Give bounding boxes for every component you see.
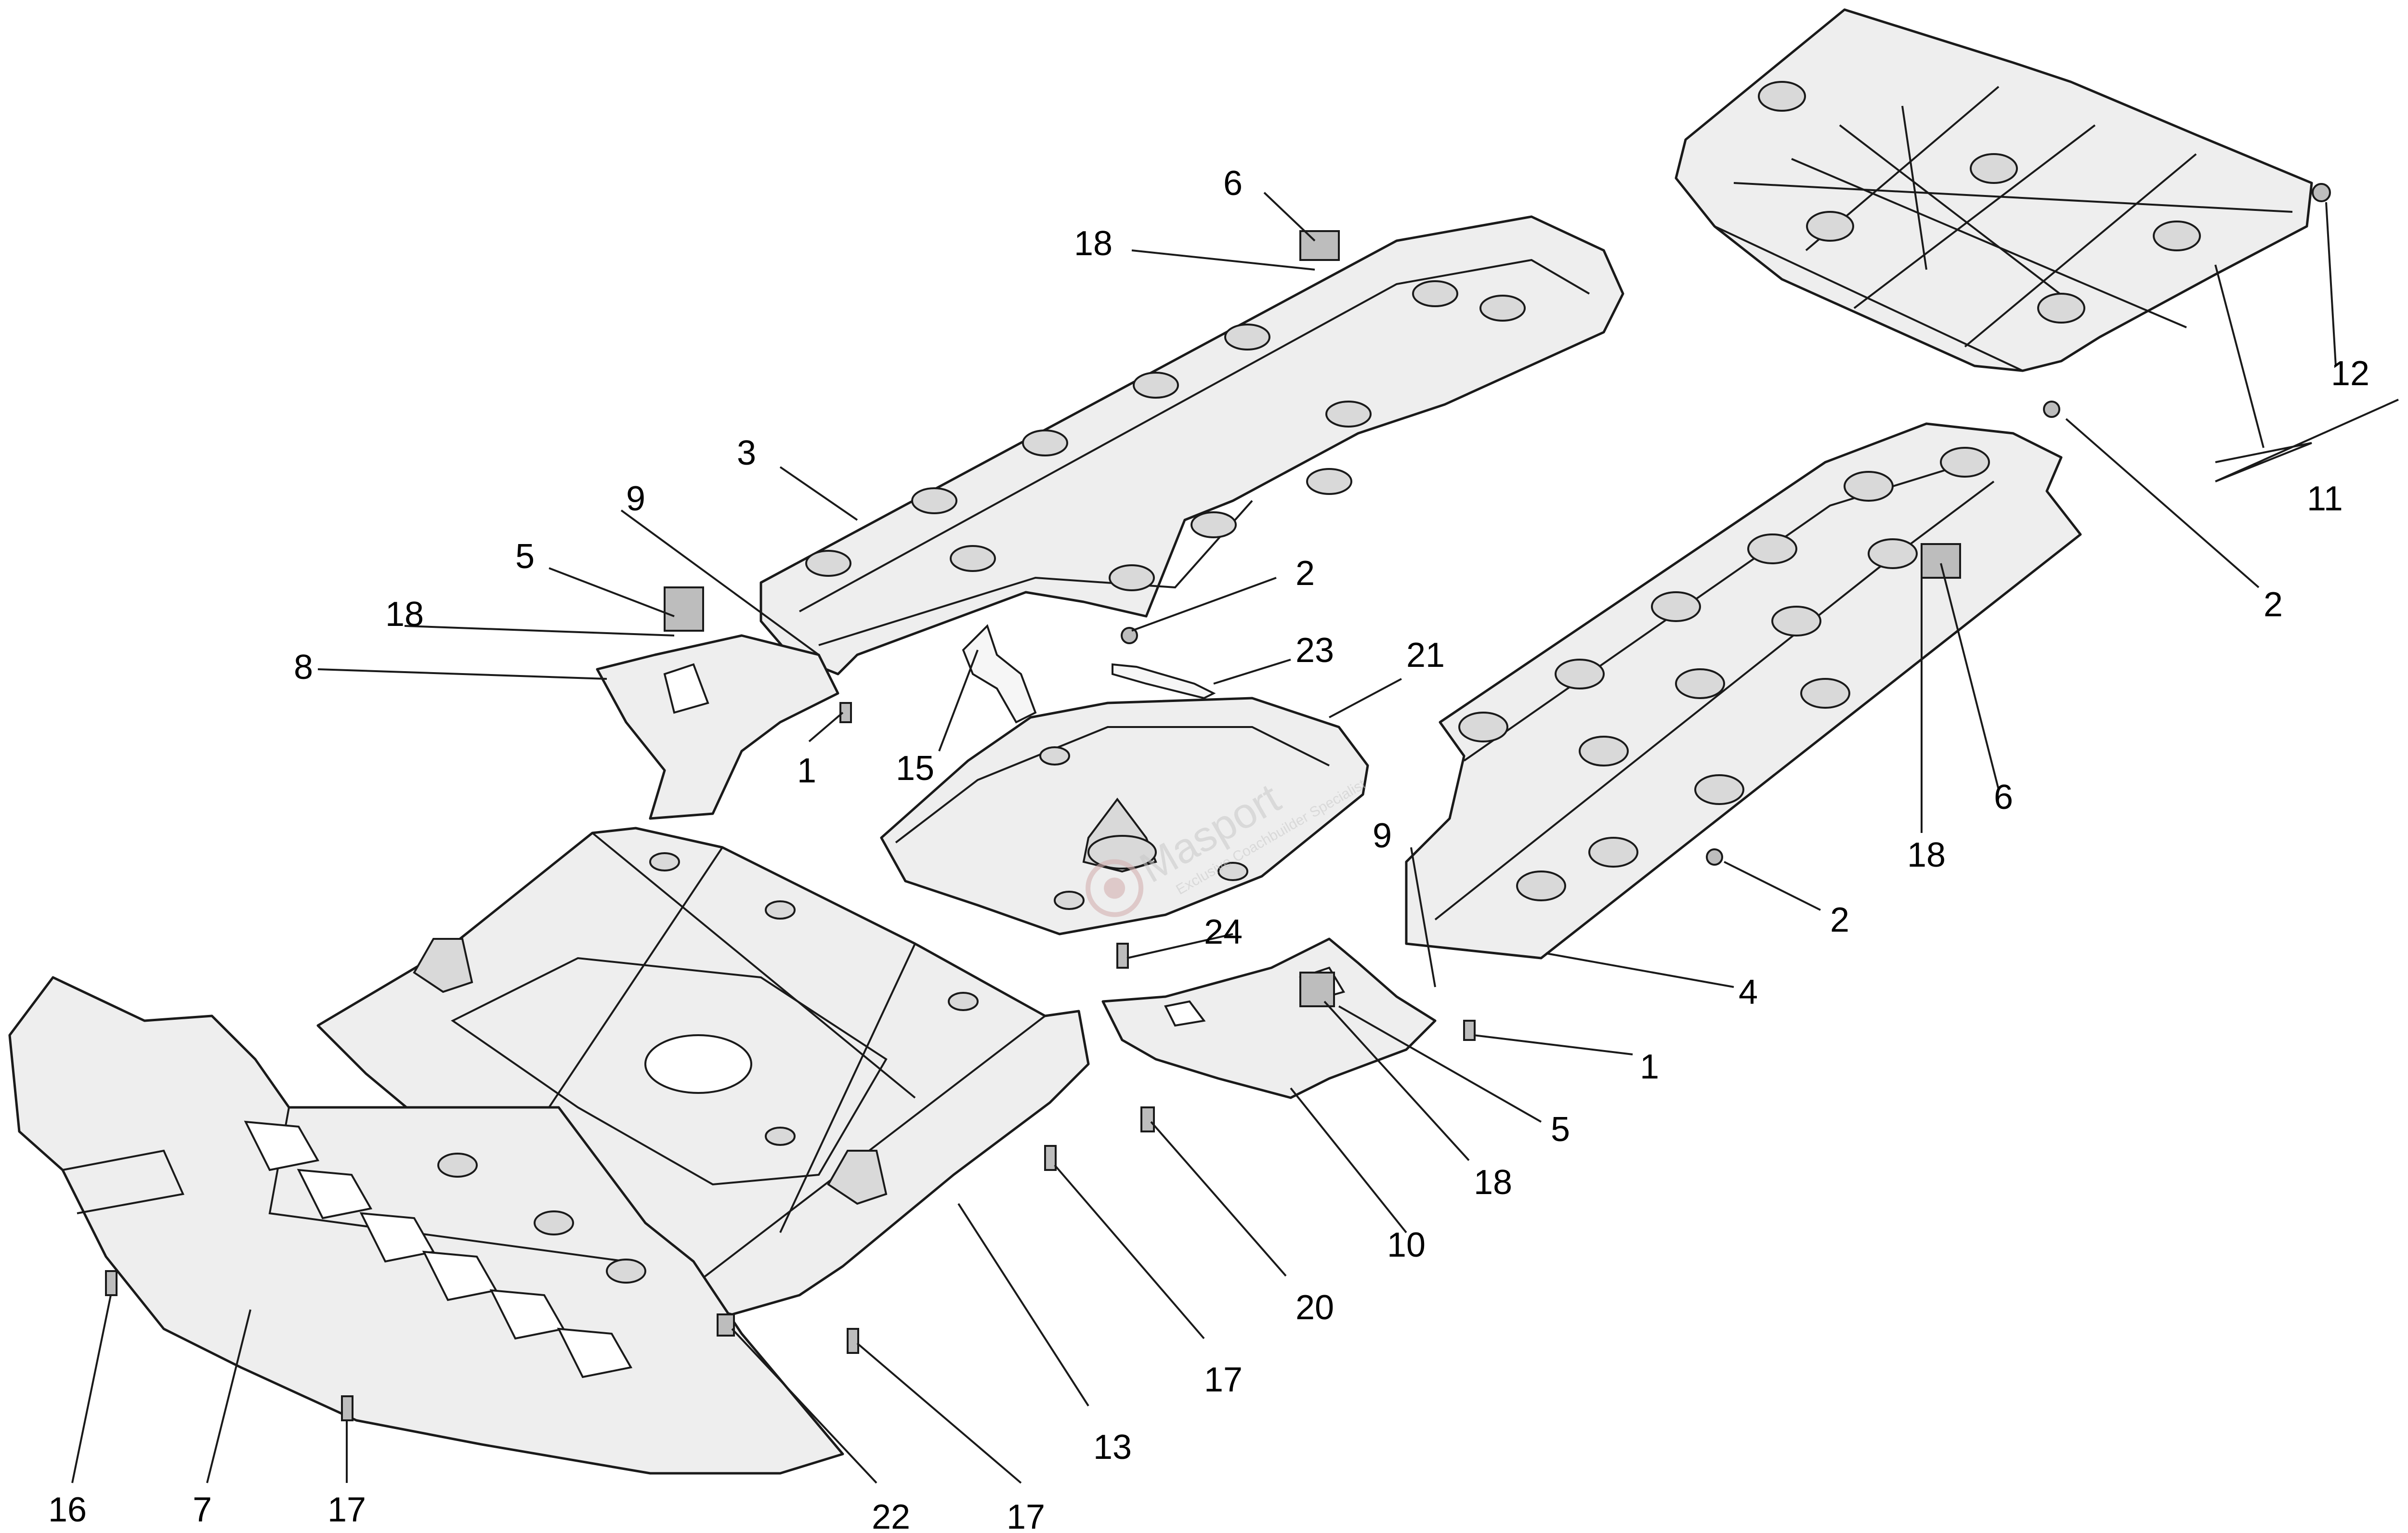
centre-panel-part-21 <box>880 697 1369 935</box>
callout-10: 10 <box>1387 1226 1426 1264</box>
callout-15: 15 <box>896 749 934 788</box>
callout-17-right: 17 <box>1204 1361 1243 1399</box>
callout-2-right: 2 <box>1830 901 1849 939</box>
callout-labels: 6 18 3 9 5 18 8 1 2 23 21 15 24 12 11 2 … <box>48 164 2369 1533</box>
leader-lines <box>71 192 2399 1484</box>
callout-2-rear: 2 <box>2264 585 2283 624</box>
fastener-part-1-right <box>1463 1020 1476 1041</box>
bracket-part-15 <box>962 624 1037 724</box>
callout-6-top: 6 <box>1223 164 1243 203</box>
left-side-undertray-part-3 <box>759 215 1624 676</box>
callout-5-left: 5 <box>515 537 535 576</box>
callout-18-bottom: 18 <box>1474 1163 1512 1202</box>
fastener-part-2-right <box>1706 848 1723 866</box>
callout-24: 24 <box>1204 913 1243 951</box>
watermark-logo-icon <box>1086 859 1144 917</box>
callout-9-right: 9 <box>1373 817 1392 855</box>
fastener-part-2-rear <box>2043 401 2060 418</box>
right-side-undertray-part-4 <box>1405 422 2082 960</box>
callout-6-right: 6 <box>1994 778 2013 817</box>
clip-part-6-right <box>1921 543 1961 579</box>
callout-3: 3 <box>737 434 756 472</box>
left-bracket-part-8 <box>596 634 839 820</box>
right-bracket-part-10 <box>1101 937 1437 1099</box>
callout-23: 23 <box>1296 631 1334 670</box>
main-underbody-tray-part-13 <box>316 827 1090 1316</box>
callout-16: 16 <box>48 1491 87 1529</box>
fastener-part-1-left <box>839 702 852 723</box>
callout-22: 22 <box>872 1498 910 1533</box>
callout-21: 21 <box>1406 636 1445 675</box>
callout-18-top: 18 <box>1074 224 1112 263</box>
nut-part-12 <box>2312 183 2331 202</box>
callout-18-right: 18 <box>1907 836 1946 874</box>
callout-2-top: 2 <box>1296 554 1315 593</box>
rear-undertray-part-11 <box>1675 8 2313 372</box>
strap-part-23 <box>1112 663 1216 700</box>
clip-part-6-top <box>1299 230 1340 261</box>
fastener-part-22 <box>717 1313 735 1337</box>
callout-17-bottom: 17 <box>1007 1498 1045 1533</box>
front-undertray-part-7 <box>8 976 844 1475</box>
callout-1-right: 1 <box>1640 1048 1659 1086</box>
fastener-part-24 <box>1116 943 1129 969</box>
callout-13: 13 <box>1093 1428 1132 1467</box>
callout-20: 20 <box>1296 1288 1334 1327</box>
fastener-part-20 <box>1140 1106 1155 1132</box>
callout-12: 12 <box>2331 354 2369 393</box>
fastener-part-17-b <box>847 1328 859 1354</box>
callout-4: 4 <box>1739 973 1758 1012</box>
callout-18-left: 18 <box>385 595 424 634</box>
callout-8: 8 <box>294 648 313 687</box>
clip-part-5-right <box>1299 972 1335 1007</box>
fastener-part-16 <box>105 1270 118 1296</box>
fastener-part-2-top <box>1121 627 1138 644</box>
callout-7: 7 <box>193 1491 212 1529</box>
fastener-part-17-c <box>1044 1145 1057 1171</box>
callout-1-left: 1 <box>797 752 816 790</box>
callout-9-left: 9 <box>626 480 645 518</box>
callout-11: 11 <box>2307 480 2343 518</box>
callout-5-right: 5 <box>1551 1110 1570 1149</box>
callout-17-left: 17 <box>327 1491 366 1529</box>
clip-part-5-left <box>664 586 704 632</box>
fastener-part-17-a <box>341 1395 353 1421</box>
